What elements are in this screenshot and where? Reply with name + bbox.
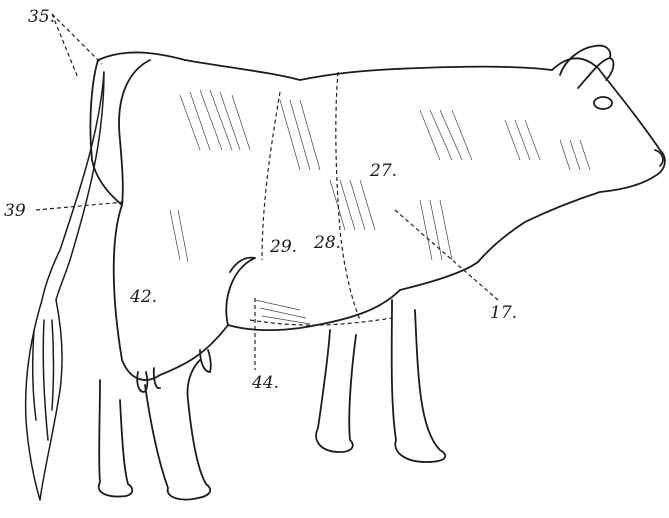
- label-17: 17.: [490, 303, 517, 323]
- label-39: 39: [4, 201, 26, 221]
- region-boundaries: [250, 72, 392, 370]
- tail: [26, 72, 104, 500]
- label-44: 44.: [251, 373, 279, 393]
- label-29: 29.: [269, 237, 297, 257]
- label-27: 27.: [369, 161, 397, 181]
- shading: [170, 90, 590, 324]
- cow-outline: [90, 46, 664, 500]
- label-35: 35.: [28, 7, 55, 27]
- label-28: 28.: [313, 233, 341, 253]
- label-42: 42.: [129, 287, 157, 307]
